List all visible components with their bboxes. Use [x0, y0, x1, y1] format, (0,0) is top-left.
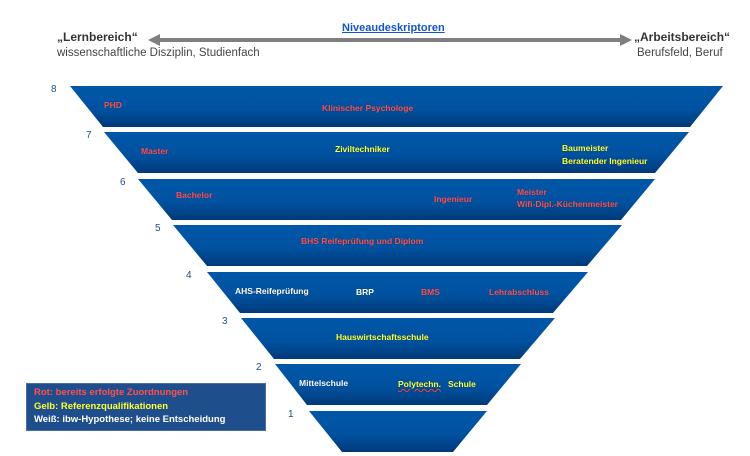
arbeitsbereich-subtitle: Berufsfeld, Beruf — [637, 47, 723, 59]
level-3-band — [241, 318, 555, 359]
arbeitsbereich-title: „Arbeitsbereich“ — [634, 30, 731, 44]
qualification-label: Baumeister — [562, 143, 609, 153]
qualification-label: Klinischer Psychologe — [322, 103, 414, 113]
level-7-band — [104, 132, 689, 173]
lernbereich-title: „Lernbereich“ — [57, 30, 138, 44]
qualification-label: Master — [141, 146, 169, 156]
double-arrow-icon — [148, 34, 632, 46]
qualification-label: Ziviltechniker — [335, 144, 390, 154]
level-8-band — [70, 86, 723, 127]
qualification-label: Schule — [448, 379, 476, 389]
qualification-label: Hauswirtschaftsschule — [336, 332, 429, 342]
level-number: 7 — [86, 130, 92, 141]
qualification-label: Mittelschule — [299, 378, 349, 388]
legend-white: Weiß: ibw-Hypothese; keine Entscheidung — [34, 414, 226, 425]
qualification-label: BRP — [356, 287, 374, 297]
legend-yellow: Gelb: Referenzqualifikationen — [34, 400, 169, 412]
qualification-label: AHS-Reifeprüfung — [235, 286, 309, 296]
level-number: 5 — [155, 223, 161, 234]
qualification-label: Lehrabschluss — [489, 287, 549, 297]
niveaudeskriptoren-title[interactable]: Niveaudeskriptoren — [342, 22, 445, 34]
level-1-band — [309, 411, 487, 452]
color-legend: Rot: bereits erfolgte Zuordnungen Gelb: … — [26, 383, 266, 431]
level-number: 2 — [256, 362, 262, 373]
level-number: 6 — [120, 177, 126, 188]
level-number: 3 — [222, 316, 228, 327]
qualification-label: BHS Reifeprüfung und Diplom — [301, 236, 424, 246]
qualification-label: Bachelor — [176, 190, 213, 200]
level-number: 4 — [186, 270, 192, 281]
qualification-label: PHD — [104, 100, 122, 110]
level-2-band — [275, 364, 521, 405]
level-5-band — [173, 225, 622, 266]
legend-red: Rot: bereits erfolgte Zuordnungen — [34, 387, 189, 398]
level-number: 8 — [51, 84, 57, 95]
qualification-label: BMS — [421, 287, 440, 297]
lernbereich-subtitle: wissenschaftliche Disziplin, Studienfach — [57, 47, 260, 59]
qualification-label: Wifi-Dipl.-Küchenmeister — [517, 199, 618, 209]
qualification-label: Meister — [517, 187, 547, 197]
qualification-label: Ingenieur — [434, 194, 473, 204]
qualification-label: Beratender Ingenieur — [562, 156, 648, 166]
qualification-label: Polytechn. — [398, 379, 441, 389]
level-6-band — [138, 179, 655, 220]
level-number: 1 — [288, 409, 294, 420]
level-4-band — [207, 272, 588, 313]
